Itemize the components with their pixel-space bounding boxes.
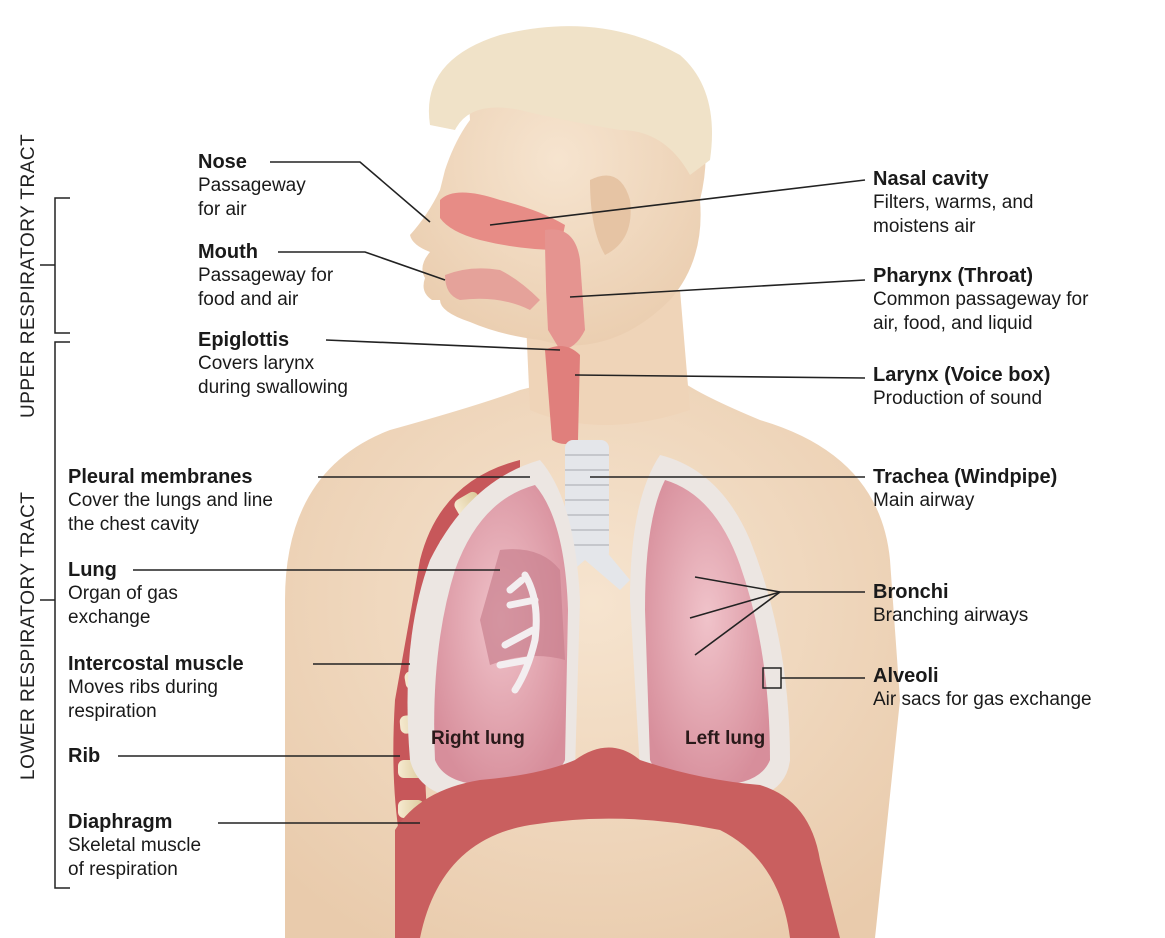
diaphragm-label: Diaphragm Skeletal muscle of respiration: [68, 810, 201, 882]
tract-brackets: [40, 198, 70, 888]
intercostal-label: Intercostal muscle Moves ribs during res…: [68, 652, 244, 724]
nose-desc-2: for air: [198, 198, 306, 222]
lung-name: Lung: [68, 558, 178, 582]
bronchi-name: Bronchi: [873, 580, 1028, 604]
epiglottis-desc-1: Covers larynx: [198, 352, 348, 376]
pleural-desc-1: Cover the lungs and line: [68, 489, 273, 513]
mouth-desc-2: food and air: [198, 288, 333, 312]
diaphragm-desc-2: of respiration: [68, 858, 201, 882]
epiglottis-name: Epiglottis: [198, 328, 348, 352]
trachea-desc-1: Main airway: [873, 489, 1057, 513]
intercostal-name: Intercostal muscle: [68, 652, 244, 676]
pleural-label: Pleural membranes Cover the lungs and li…: [68, 465, 273, 537]
mouth-desc-1: Passageway for: [198, 264, 333, 288]
left-lung-label: Left lung: [685, 728, 765, 750]
mouth-label: Mouth Passageway for food and air: [198, 240, 333, 312]
nasal-cavity-label: Nasal cavity Filters, warms, and moisten…: [873, 167, 1033, 239]
larynx-name: Larynx (Voice box): [873, 363, 1050, 387]
lung-desc-2: exchange: [68, 606, 178, 630]
nasal-cavity-desc-1: Filters, warms, and: [873, 191, 1033, 215]
alveoli-label: Alveoli Air sacs for gas exchange: [873, 664, 1092, 712]
nose-label: Nose Passageway for air: [198, 150, 306, 222]
trachea-label: Trachea (Windpipe) Main airway: [873, 465, 1057, 513]
epiglottis-label: Epiglottis Covers larynx during swallowi…: [198, 328, 348, 400]
rib-name: Rib: [68, 744, 100, 768]
upper-tract-label: UPPER RESPIRATORY TRACT: [18, 134, 40, 418]
lung-label: Lung Organ of gas exchange: [68, 558, 178, 630]
pleural-desc-2: the chest cavity: [68, 513, 273, 537]
nose-name: Nose: [198, 150, 306, 174]
pharynx-desc-2: air, food, and liquid: [873, 312, 1088, 336]
pharynx-desc-1: Common passageway for: [873, 288, 1088, 312]
rib-label: Rib: [68, 744, 100, 768]
nasal-cavity-name: Nasal cavity: [873, 167, 1033, 191]
alveoli-name: Alveoli: [873, 664, 1092, 688]
bronchi-desc-1: Branching airways: [873, 604, 1028, 628]
diaphragm-desc-1: Skeletal muscle: [68, 834, 201, 858]
intercostal-desc-1: Moves ribs during: [68, 676, 244, 700]
bronchi-label: Bronchi Branching airways: [873, 580, 1028, 628]
epiglottis-desc-2: during swallowing: [198, 376, 348, 400]
larynx-label: Larynx (Voice box) Production of sound: [873, 363, 1050, 411]
lung-desc-1: Organ of gas: [68, 582, 178, 606]
diaphragm-name: Diaphragm: [68, 810, 201, 834]
right-lung-label: Right lung: [431, 728, 525, 750]
trachea-name: Trachea (Windpipe): [873, 465, 1057, 489]
nose-desc-1: Passageway: [198, 174, 306, 198]
pharynx-name: Pharynx (Throat): [873, 264, 1088, 288]
nasal-cavity-desc-2: moistens air: [873, 215, 1033, 239]
alveoli-desc-1: Air sacs for gas exchange: [873, 688, 1092, 712]
mouth-name: Mouth: [198, 240, 333, 264]
pharynx-label: Pharynx (Throat) Common passageway for a…: [873, 264, 1088, 336]
intercostal-desc-2: respiration: [68, 700, 244, 724]
lower-tract-label: LOWER RESPIRATORY TRACT: [18, 492, 40, 780]
larynx-desc-1: Production of sound: [873, 387, 1050, 411]
pleural-name: Pleural membranes: [68, 465, 273, 489]
